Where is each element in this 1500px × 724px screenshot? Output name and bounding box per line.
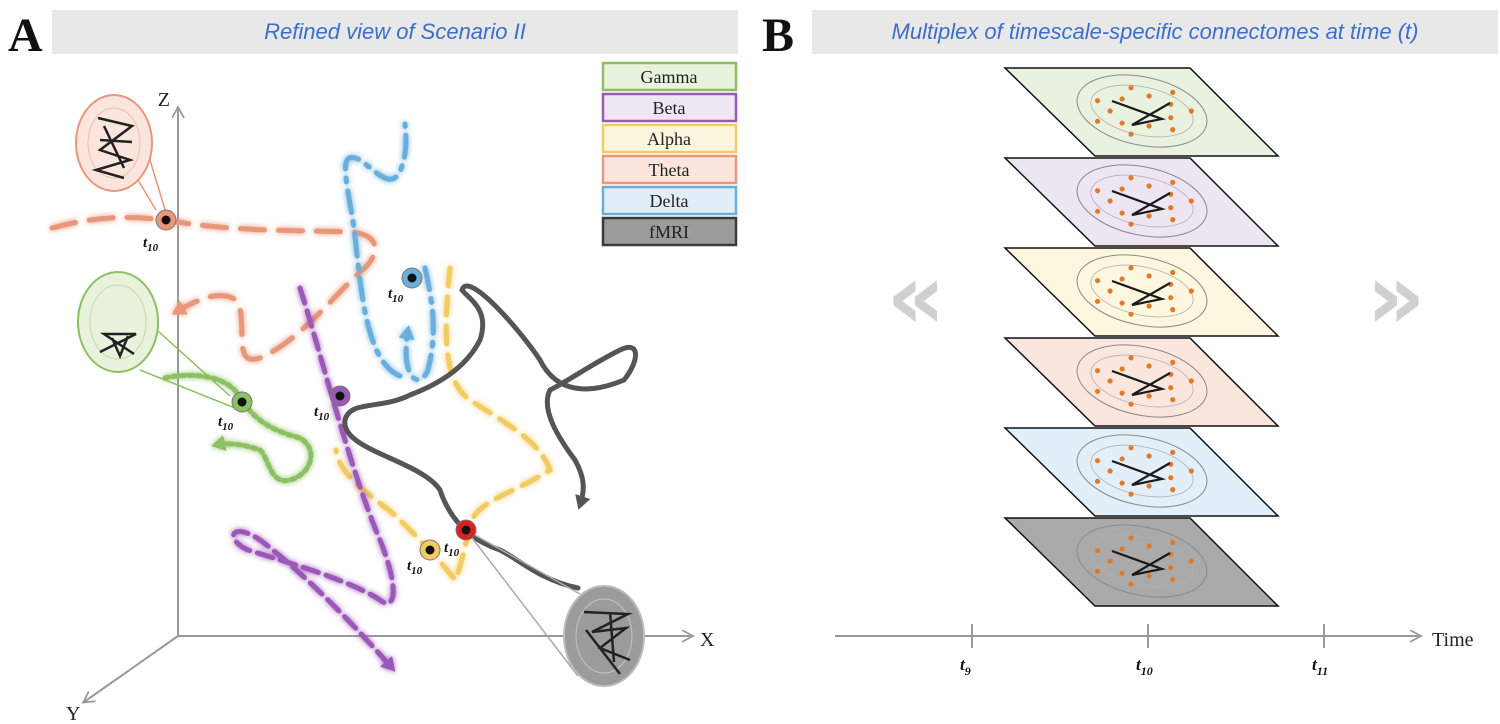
t10-label: t10 [388,286,404,305]
back-chevron-icon: « [886,243,945,350]
legend-item-theta: Theta [601,154,738,185]
t10-label: t10 [143,235,159,254]
time-tick-label: t9 [960,655,971,678]
legend-item-fmri: fMRI [601,216,738,247]
gamma-trajectory [162,372,314,484]
layer-fmri [1003,517,1280,607]
theta-brain-inset [75,94,153,192]
axis-z-label: Z [158,89,170,111]
gamma-brain-inset [77,271,159,373]
time-axis: Time t9 t10 t11 [835,624,1474,678]
panel-a-axes: Z X Y [66,89,715,724]
legend-item-gamma: Gamma [601,61,738,92]
legend-label: Theta [649,160,690,180]
t10-markers: t10 t10 t10 t10 t10 t10 [143,209,477,577]
theta-trajectory [49,215,378,362]
t10-label: t10 [314,404,330,423]
t10-marker: t10 [444,519,477,559]
t10-marker: t10 [388,267,423,305]
layer-delta [1003,427,1280,517]
legend-label: Delta [650,191,689,211]
axis-x-label: X [700,629,715,651]
time-axis-label: Time [1432,629,1474,651]
t10-label: t10 [444,540,460,559]
legend-label: Gamma [641,67,698,87]
delta-trajectory [343,121,436,383]
fmri-brain-inset [563,585,645,687]
t10-label: t10 [407,558,423,577]
layer-alpha [1003,247,1280,337]
panel-b-letter: B [762,9,795,62]
legend-label: Alpha [647,129,691,149]
t10-label: t10 [218,414,234,433]
fmri-trajectory [342,283,638,591]
t10-marker: t10 [314,385,351,423]
t10-marker: t10 [218,391,253,433]
zoom-connectors [131,159,581,677]
beta-trajectory [231,285,396,672]
alpha-trajectory [333,265,553,585]
time-tick-label: t10 [1136,655,1153,678]
legend-item-beta: Beta [601,92,738,123]
multiplex-layers [1003,67,1280,607]
t10-marker: t10 [143,209,177,254]
layer-beta [1003,157,1280,247]
t10-marker: t10 [407,539,441,577]
panel-a-title: Refined view of Scenario II [52,10,738,54]
legend-label: Beta [653,98,686,118]
layer-gamma [1003,67,1280,157]
panel-b-title: Multiplex of timescale-specific connecto… [812,10,1498,54]
legend-label: fMRI [649,222,689,242]
legend-item-alpha: Alpha [601,123,738,154]
nav-arrows: « » [886,243,1425,350]
axis-y-label: Y [66,703,80,724]
forward-chevron-icon: » [1366,243,1425,350]
time-tick-label: t11 [1312,655,1328,678]
panel-a-letter: A [8,9,43,62]
layer-theta [1003,337,1280,427]
legend-item-delta: Delta [601,185,738,216]
